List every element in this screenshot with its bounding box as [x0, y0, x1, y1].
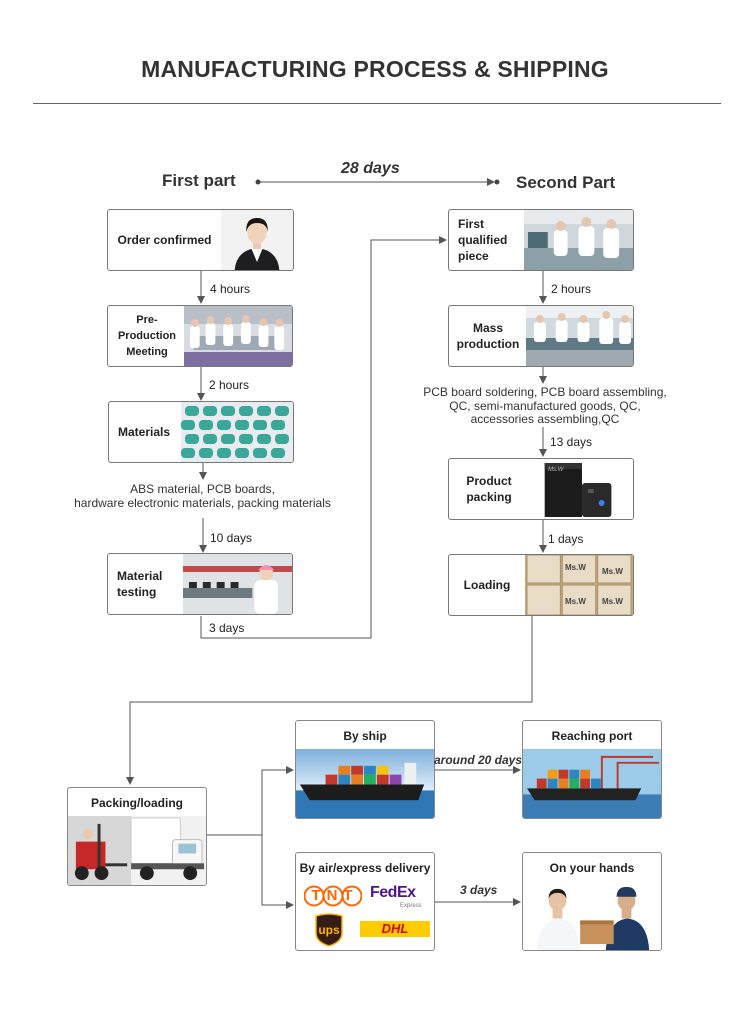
- production-note-line-2: QC, semi-manufactured goods, QC,: [449, 398, 641, 413]
- product-packaging-photo: Ms.W: [529, 459, 633, 519]
- step-on-your-hands: On your hands: [522, 852, 662, 951]
- materials-note-line-1: ABS material, PCB boards,: [130, 482, 275, 496]
- testing-photo: [183, 554, 292, 614]
- first-part-heading: First part: [162, 171, 236, 190]
- step-label: Pre-Production Meeting: [117, 314, 177, 358]
- duration-2-hours: 2 hours: [551, 282, 592, 296]
- duration-around-20-days: around 20 days: [434, 753, 523, 767]
- step-label: Packing/loading: [90, 796, 183, 810]
- delivery-handover-photo: [523, 881, 661, 950]
- duration-10-days: 10 days: [210, 531, 253, 545]
- carton-mark: Ms.W: [565, 563, 586, 572]
- cargo-ship-photo: [296, 749, 434, 818]
- step-loading: Loading Ms.W Ms.W Ms.W Ms.W: [448, 554, 634, 616]
- fedex-express-text: Express: [400, 903, 422, 909]
- duration-13-days: 13 days: [550, 435, 593, 449]
- workshop-photo: [524, 210, 633, 270]
- production-note-line-3: accessories assembling,QC: [470, 412, 620, 426]
- step-material-testing: Material testing: [107, 553, 293, 615]
- arrow-testing-to-first-piece: [200, 236, 447, 639]
- carton-mark: Ms.W: [602, 567, 623, 576]
- duration-2-hours: 2 hours: [209, 378, 250, 392]
- step-product-packing: Product packing Ms.W: [448, 458, 634, 520]
- duration-1-days: 1 days: [548, 532, 584, 546]
- carrier-logos: TNT FedEx Express ups DHL: [296, 879, 434, 950]
- fedex-logo: FedEx: [370, 884, 416, 902]
- dhl-logo-text: DHL: [381, 921, 409, 936]
- ups-logo-text: ups: [318, 923, 340, 937]
- step-mass-production: Mass production: [448, 305, 634, 367]
- step-first-qualified-piece: First qualified piece: [448, 209, 634, 271]
- timeline-start-dot: [255, 179, 261, 185]
- step-by-ship: By ship: [295, 720, 435, 819]
- arrow-to-air: [261, 835, 294, 909]
- step-materials: Materials: [108, 401, 294, 463]
- step-label: Material testing: [117, 569, 163, 599]
- arrow-loading-to-packing: [126, 616, 533, 785]
- materials-note-line-2: hardware electronic materials, packing m…: [74, 495, 331, 510]
- step-label: Mass production: [456, 321, 520, 351]
- total-duration: 28 days: [341, 160, 400, 177]
- page-title: MANUFACTURING PROCESS & SHIPPING: [141, 56, 609, 82]
- carton-mark: Ms.W: [565, 597, 586, 606]
- customer-photo: [221, 210, 293, 270]
- step-packing-loading: Packing/loading: [67, 787, 207, 886]
- step-label: Materials: [118, 425, 171, 439]
- meeting-photo: [184, 306, 292, 366]
- step-order-confirmed: Order confirmed: [107, 209, 294, 271]
- duration-3-days-air: 3 days: [460, 883, 498, 897]
- production-note: PCB board soldering, PCB board assemblin…: [410, 385, 680, 427]
- step-by-air-express: By air/express delivery TNT FedEx Expres…: [295, 852, 435, 951]
- device-brand-mark: Ms.W: [548, 467, 564, 473]
- step-pre-production-meeting: Pre-Production Meeting: [107, 305, 293, 367]
- materials-note: ABS material, PCB boards, hardware elect…: [50, 482, 355, 510]
- port-photo: [523, 749, 661, 818]
- step-label: Reaching port: [551, 729, 633, 743]
- step-label: On your hands: [549, 861, 635, 875]
- arrow-to-ship: [261, 766, 294, 835]
- step-label: By ship: [343, 729, 387, 743]
- title-divider: [33, 103, 721, 104]
- production-line-photo: [526, 306, 633, 366]
- fedex-logo-text: FedEx: [370, 884, 416, 901]
- ups-shield-icon: [315, 913, 343, 947]
- step-label: Order confirmed: [117, 233, 212, 247]
- materials-photo: [181, 402, 293, 462]
- duration-4-hours: 4 hours: [210, 282, 251, 296]
- step-reaching-port: Reaching port: [522, 720, 662, 819]
- step-label: By air/express delivery: [299, 861, 431, 875]
- dhl-logo: DHL: [360, 921, 430, 937]
- carton-mark: Ms.W: [602, 597, 623, 606]
- step-label: First qualified piece: [458, 217, 508, 263]
- second-part-heading: Second Part: [516, 173, 616, 192]
- step-label: Product packing: [466, 474, 512, 504]
- duration-3-days: 3 days: [209, 621, 245, 635]
- forklift-truck-photo: [68, 816, 206, 885]
- cartons-photo: Ms.W Ms.W Ms.W Ms.W: [525, 555, 633, 615]
- timeline-end-dot: [494, 179, 500, 185]
- tnt-circles: [304, 885, 362, 907]
- production-note-line-1: PCB board soldering, PCB board assemblin…: [423, 385, 667, 399]
- step-label: Loading: [463, 578, 511, 592]
